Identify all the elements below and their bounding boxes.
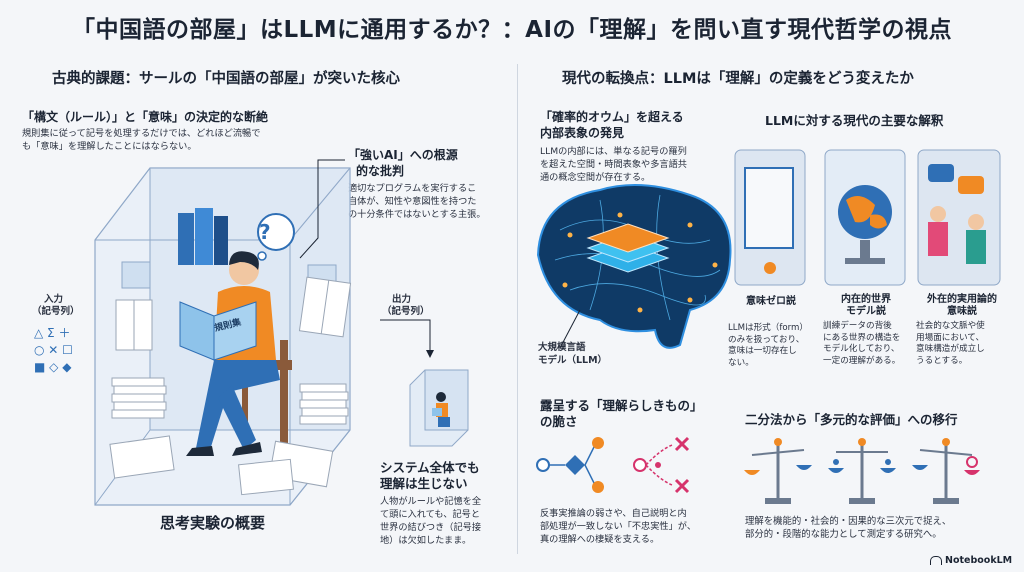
strong-ai-title-2: 的な批判 [356,164,405,178]
parrot-line-2: を超えた空間・時間表象や多言語共 [540,159,687,170]
fragility-line-1: 反事実推論の弱さや、自己説明と内 [540,508,687,519]
parrot-title-2: 内部表象の発見 [540,126,625,140]
logic-flow-icon [536,437,604,493]
scale-causal-icon [912,438,980,504]
strong-ai-line-2: 自体が、知性や意図性を持つた [348,196,477,207]
wall-book-right-icon [298,276,352,338]
parrot-line-3: 通の概念空間が存在する。 [540,172,651,183]
system-title-1: システム全体でも [380,460,480,475]
wall-book-left-icon [115,299,153,351]
input-symbols: △ Σ ＋ ○ ✕ ☐ ■ ◇ ◆ [34,325,73,376]
interpretation-desc-1d: ない。 [728,357,754,368]
interpretations-title: LLMに対する現代の主要な解釈 [765,113,944,128]
interpretation-desc-2a: 訓練データの背後 [823,321,892,331]
column-divider [517,64,518,554]
llm-label-2: モデル（LLM） [538,355,608,366]
fragility-title-2: の脆さ [540,414,578,429]
interpretation-desc-3b: 用場面において、 [916,332,985,343]
interpretation-item-2: 内在的世界 モデル説 訓練データの背後 にある世界の構造を モデル化しており、 … [823,294,909,367]
interpretation-item-1: 意味ゼロ説 LLMは形式（form） のみを扱っており、 意味は一切存在し ない… [728,294,814,369]
thought-experiment-caption: 思考実験の概要 [160,514,266,532]
people-conversation-icon [917,149,1001,286]
interpretation-desc-2d: 一定の理解がある。 [823,355,901,366]
strong-ai-title-1: 「強いAI」への根源 [348,148,458,162]
fragility-line-3: 真の理解への棲疑を支える。 [540,534,660,545]
broken-reasoning-icon [633,436,690,494]
tablet-form-icon [734,149,806,286]
decisive-line-1: 規則集に従って記号を処理するだけでは、どれほど流暢で [22,128,261,139]
system-line-2: て頭に入れても、記号と [380,509,481,520]
interpretation-desc-3a: 社会的な文脈や使 [916,321,985,331]
multi-line-1: 理解を機能的・社会的・因果的な三次元で捉え、 [745,516,952,527]
left-section-header: 古典的課題：サールの「中国語の部屋」が突いた核心 [52,71,400,87]
parrot-title-1: 「確率的オウム」を超える [540,110,684,124]
input-sublabel: （記号列） [32,306,80,317]
globe-world-model-icon [824,149,906,286]
person-reading-icon [179,251,292,456]
fragility-title-1: 露呈する「理解らしきもの」 [540,398,703,413]
interpretation-desc-1a: LLMは形式（form） [728,323,808,333]
scale-social-icon [828,438,896,504]
interpretation-desc-2c: モデル化しており、 [823,344,900,354]
mini-room-icon [409,369,469,447]
llm-label-1: 大規模言語 [538,342,586,353]
interpretation-item-3: 外在的実用論的 意味説 社会的な文脈や使 用場面において、 意味構造が成立し う… [916,294,1008,367]
fragility-line-2: 部処理が一致しない「不忠実性」が、 [540,521,697,532]
scale-functional-icon [744,438,812,504]
strong-ai-pointer [299,159,345,259]
input-symbols-row-3: ■ ◇ ◆ [34,360,72,374]
multi-line-2: 部分的・段階的な能力として測定する研究へ。 [745,529,942,540]
notebooklm-logo-icon [930,556,942,565]
interpretation-desc-3d: うるとする。 [916,355,968,366]
thought-bubble-icon [257,213,295,261]
interpretation-name-3a: 外在的実用論的 [927,294,997,305]
question-mark-icon: ? [259,220,271,244]
right-section-header: 現代の転換点：LLMは「理解」の定義をどう変えたか [562,71,914,87]
strong-ai-line-3: の十分条件ではないとする主張。 [348,209,486,220]
paper-stack-right-icon [299,383,349,425]
system-line-4: 地）は欠如したまま。 [380,535,472,546]
shelf-books-icon [178,208,228,265]
interpretation-desc-2b: にある世界の構造を [823,332,901,343]
brand-text: NotebookLM [945,555,1013,566]
system-line-3: 世界の結びつき（記号接 [380,522,482,533]
input-label: 入力 [44,294,64,305]
input-symbols-row-2: ○ ✕ ☐ [34,343,73,357]
output-arrow-icon [380,319,434,358]
page-title: 「中国語の部屋」はLLMに通用するか？：AIの「理解」を問い直す現代哲学の視点 [71,17,953,43]
output-label: 出力 [392,294,412,305]
system-title-2: 理解は生じない [380,476,468,491]
brand-label: NotebookLM [930,555,1012,566]
paper-stack-left-icon [111,377,167,419]
output-sublabel: （記号列） [382,306,430,317]
parrot-line-1: LLMの内部には、単なる記号の羅列 [540,146,687,157]
system-line-1: 人物がルールや記憶を全 [380,496,482,507]
strong-ai-line-1: 適切なプログラムを実行するこ [348,183,477,194]
interpretation-desc-3c: 意味構造が成立し [916,344,985,354]
interpretation-name-2a: 内在的世界 [841,294,891,305]
scattered-papers-icon [109,435,334,496]
interpretation-desc-1c: 意味は一切存在し [728,346,797,356]
interpretation-name-1a: 意味ゼロ説 [746,296,796,307]
interpretation-name-3b: 意味説 [947,306,977,317]
input-symbols-row-1: △ Σ ＋ [34,326,71,340]
concept-space-stack-icon [586,223,670,273]
interpretation-desc-1b: のみを扱っており、 [728,334,805,345]
multi-title: 二分法から「多元的な評価」への移行 [745,412,958,427]
decisive-line-2: も「意味」を理解したことにはならない。 [22,141,197,152]
decisive-title: 「構文（ルール）」と「意味」の決定的な断絶 [22,110,269,124]
interpretation-name-2b: モデル説 [846,306,886,317]
